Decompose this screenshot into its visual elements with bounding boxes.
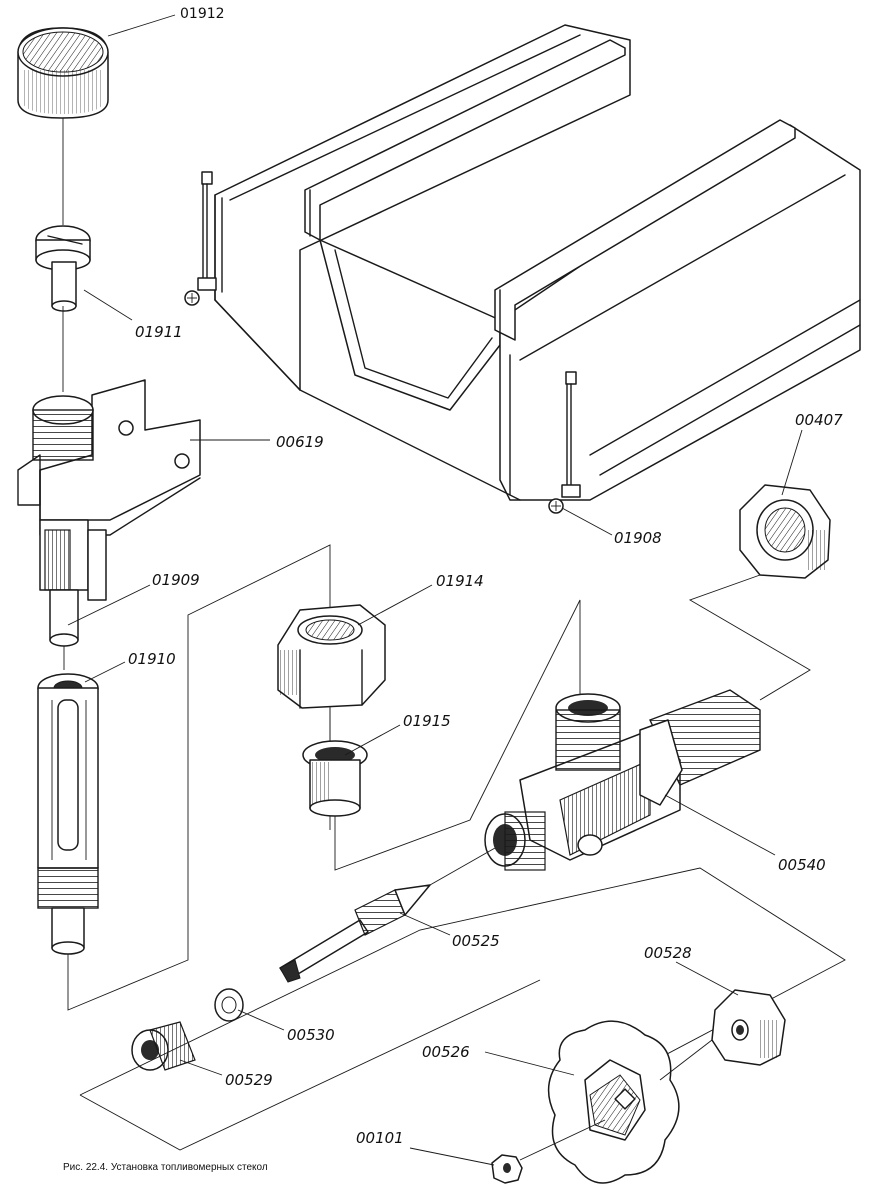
label-00540: 00540 — [778, 856, 826, 874]
tee-fitting-00540 — [484, 689, 761, 871]
valve-stem-00525 — [279, 884, 431, 983]
nut-00101 — [491, 1154, 523, 1184]
bushing-01915 — [302, 740, 368, 817]
body-tube-01909 — [32, 395, 107, 647]
label-01914: 01914 — [436, 572, 484, 590]
nut-00407 — [739, 484, 831, 579]
label-01912: 01912 — [180, 6, 225, 22]
gauge-post-right — [548, 371, 581, 514]
label-00619: 00619 — [276, 433, 324, 451]
fuel-tank — [214, 24, 861, 501]
label-00530: 00530 — [287, 1026, 335, 1044]
label-01911: 01911 — [135, 323, 183, 341]
handwheel-00526 — [547, 1020, 680, 1184]
label-00101: 00101 — [356, 1129, 404, 1147]
label-00526: 00526 — [422, 1043, 470, 1061]
gauge-post-left — [184, 171, 217, 306]
screw-01911 — [35, 225, 91, 312]
nut-01914 — [277, 604, 386, 709]
glass-tube-01910 — [37, 673, 99, 955]
figure-caption: Рис. 22.4. Установка топливомерных стеко… — [63, 1162, 268, 1173]
washer-00530 — [214, 988, 244, 1022]
label-01908: 01908 — [614, 529, 662, 547]
label-00525: 00525 — [452, 932, 500, 950]
leader-lines — [67, 14, 803, 1166]
label-00529: 00529 — [225, 1071, 273, 1089]
nut-00528 — [711, 989, 786, 1066]
label-00407: 00407 — [795, 411, 843, 429]
bushing-00529 — [131, 1021, 196, 1071]
label-01915: 01915 — [403, 712, 451, 730]
cap-01912 — [17, 27, 109, 119]
label-01910: 01910 — [128, 650, 176, 668]
label-01909: 01909 — [152, 571, 200, 589]
label-00528: 00528 — [644, 944, 692, 962]
